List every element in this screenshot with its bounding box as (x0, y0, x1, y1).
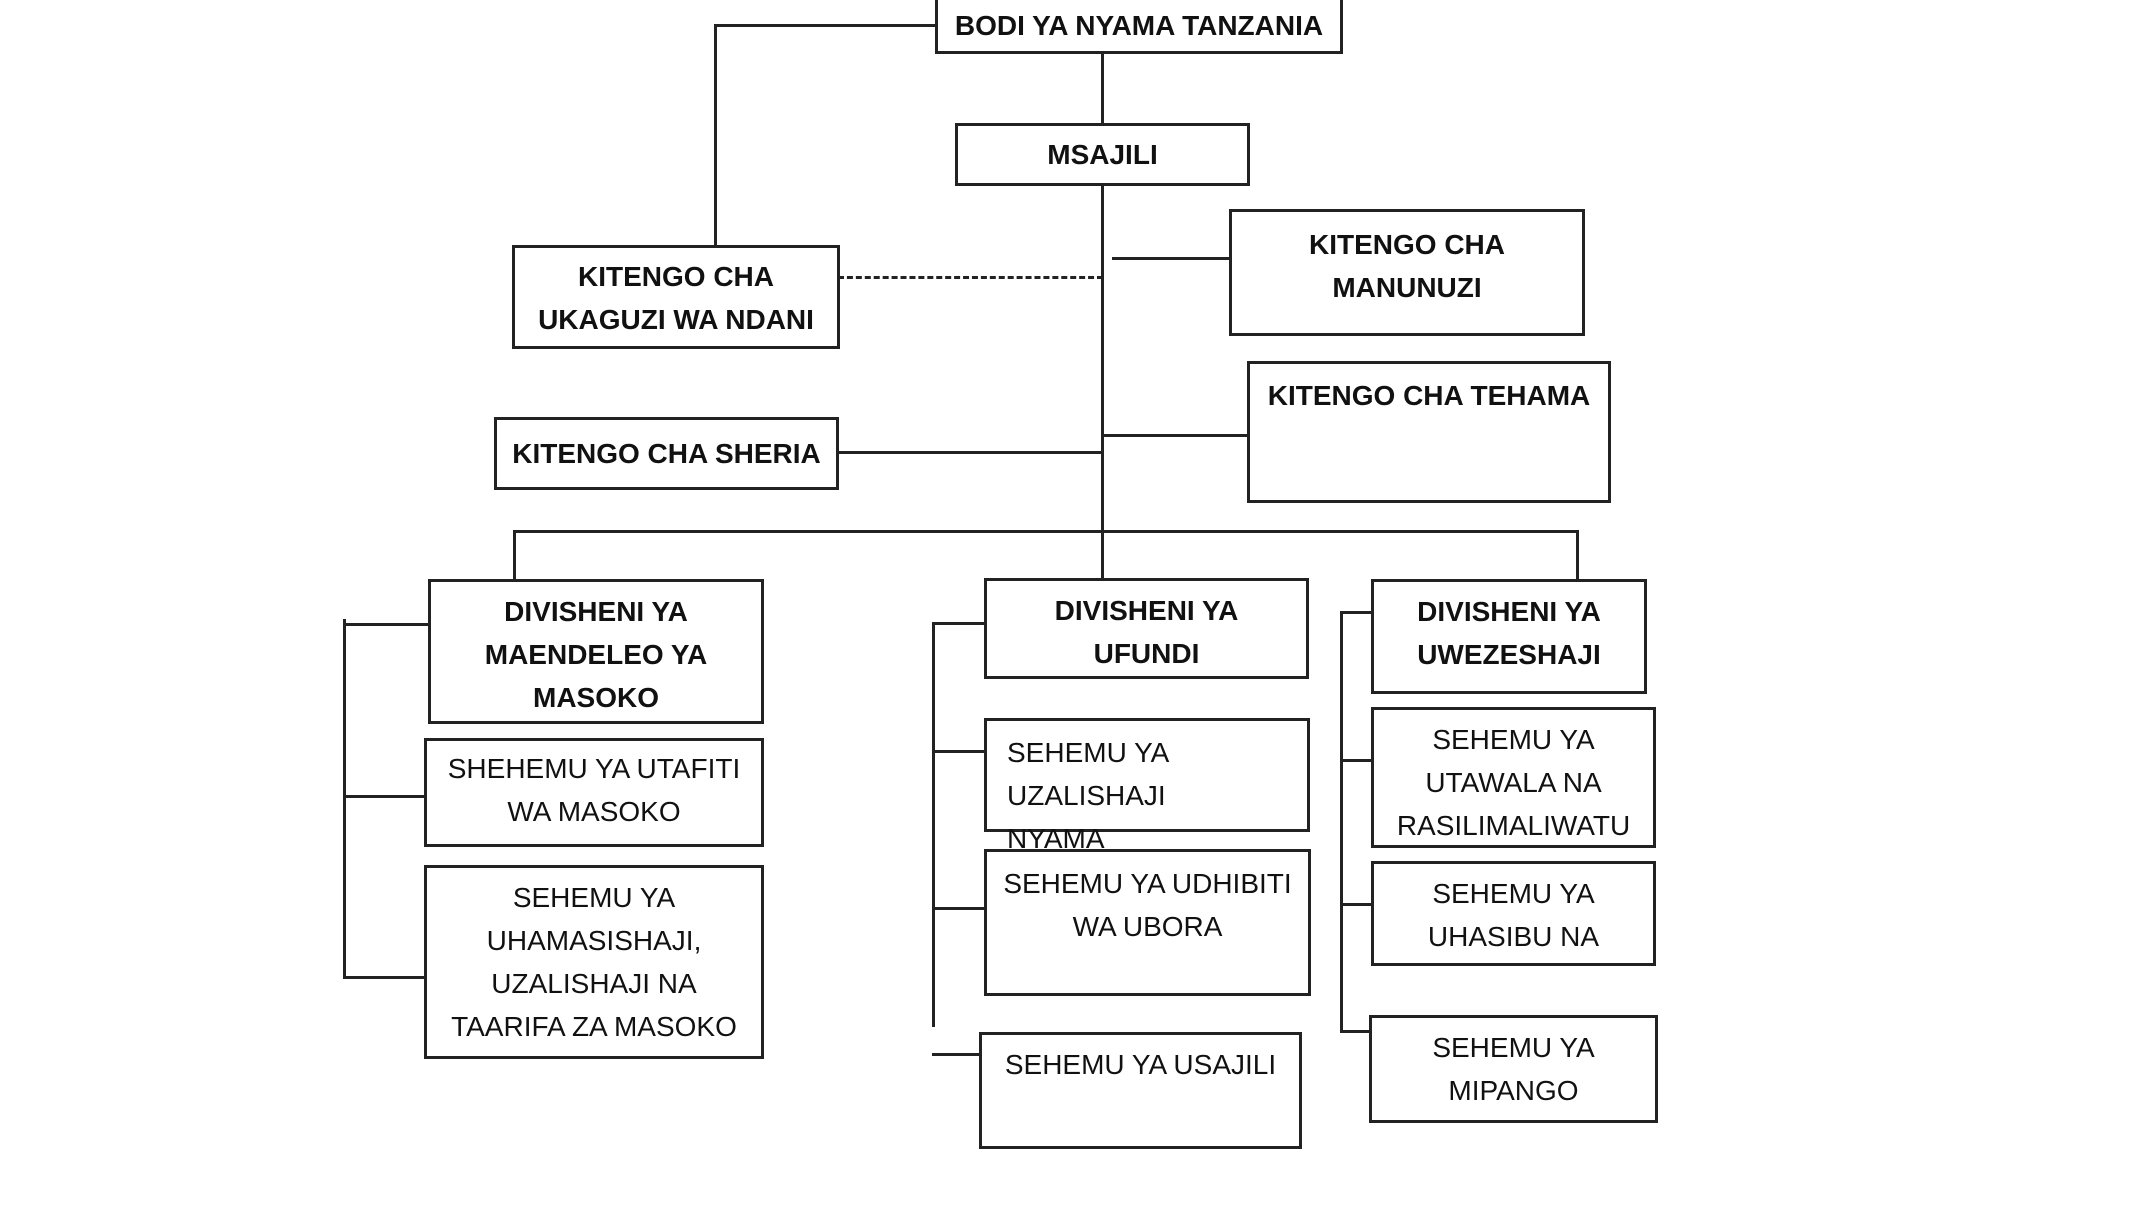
connector-line (1101, 185, 1104, 578)
connector-line (1340, 903, 1374, 906)
division-market-development-label: DIVISHENI YA MAENDELEO YA MASOKO (484, 596, 708, 713)
connector-line (1340, 611, 1374, 614)
market-research-section-label: SHEHEMU YA UTAFITI WA MASOKO (447, 753, 741, 827)
connector-line (714, 24, 717, 245)
accounts-section-label: SEHEMU YA UHASIBU NA (1427, 878, 1600, 952)
accounts-section-box: SEHEMU YA UHASIBU NA (1371, 861, 1656, 966)
ict-label: KITENGO CHA TEHAMA (1267, 380, 1591, 411)
meat-production-section-box: SEHEMU YA UZALISHAJI NYAMA (984, 718, 1310, 854)
admin-hr-section-box: SEHEMU YA UTAWALA NA RASILIMALIWATU (1371, 707, 1656, 848)
quality-control-section-label: SEHEMU YA UDHIBITI WA UBORA (1003, 868, 1292, 942)
connector-line (932, 907, 987, 910)
connector-line (1104, 434, 1250, 437)
procurement-box: KITENGO CHA MANUNUZI (1229, 209, 1585, 336)
division-enabling-label: DIVISHENI YA UWEZESHAJI (1417, 596, 1601, 670)
division-enabling-box: DIVISHENI YA UWEZESHAJI (1371, 579, 1647, 694)
market-research-section-box: SHEHEMU YA UTAFITI WA MASOKO (424, 738, 764, 847)
connector-line (1340, 1030, 1371, 1033)
connector-line (1576, 530, 1579, 583)
division-technical-label: DIVISHENI YA UFUNDI (1054, 595, 1239, 669)
admin-hr-section-label: SEHEMU YA UTAWALA NA RASILIMALIWATU (1396, 724, 1631, 841)
connector-line (1112, 257, 1232, 260)
market-promotion-section-label: SEHEMU YA UHAMASISHAJI, UZALISHAJI NA TA… (451, 882, 737, 1042)
ict-box: KITENGO CHA TEHAMA (1247, 361, 1611, 503)
connector-line (932, 750, 987, 753)
connector-line (1340, 759, 1374, 762)
internal-audit-box: KITENGO CHA UKAGUZI WA NDANI (512, 245, 840, 349)
connector-line (714, 24, 937, 27)
legal-box: KITENGO CHA SHERIA (494, 417, 839, 490)
connector-line (343, 976, 427, 979)
connector-line (343, 623, 429, 626)
registrar-box: MSAJILI (955, 123, 1250, 186)
connector-line (343, 619, 346, 977)
connector-line (1101, 52, 1104, 125)
board-box: BODI YA NYAMA TANZANIA (935, 0, 1343, 54)
internal-audit-label: KITENGO CHA UKAGUZI WA NDANI (538, 261, 814, 335)
connector-line (513, 530, 516, 581)
connector-line (932, 622, 935, 1027)
registration-section-label: SEHEMU YA USAJILI (1004, 1049, 1277, 1080)
meat-production-section-label: SEHEMU YA UZALISHAJI NYAMA (1007, 737, 1182, 854)
quality-control-section-box: SEHEMU YA UDHIBITI WA UBORA (984, 849, 1311, 996)
division-market-development-box: DIVISHENI YA MAENDELEO YA MASOKO (428, 579, 764, 724)
dashed-connector-line (838, 276, 1103, 279)
registration-section-box: SEHEMU YA USAJILI (979, 1032, 1302, 1149)
legal-label: KITENGO CHA SHERIA (512, 438, 821, 469)
connector-line (838, 451, 1101, 454)
connector-line (343, 795, 427, 798)
connector-line (932, 1053, 982, 1056)
registrar-label: MSAJILI (1047, 139, 1158, 170)
planning-section-box: SEHEMU YA MIPANGO (1369, 1015, 1658, 1123)
market-promotion-section-box: SEHEMU YA UHAMASISHAJI, UZALISHAJI NA TA… (424, 865, 764, 1059)
planning-section-label: SEHEMU YA MIPANGO (1432, 1032, 1595, 1106)
procurement-label: KITENGO CHA MANUNUZI (1309, 229, 1505, 303)
board-label: BODI YA NYAMA TANZANIA (954, 9, 1324, 41)
connector-line (932, 622, 986, 625)
connector-line (513, 530, 1579, 533)
division-technical-box: DIVISHENI YA UFUNDI (984, 578, 1309, 679)
connector-line (1340, 611, 1343, 1031)
